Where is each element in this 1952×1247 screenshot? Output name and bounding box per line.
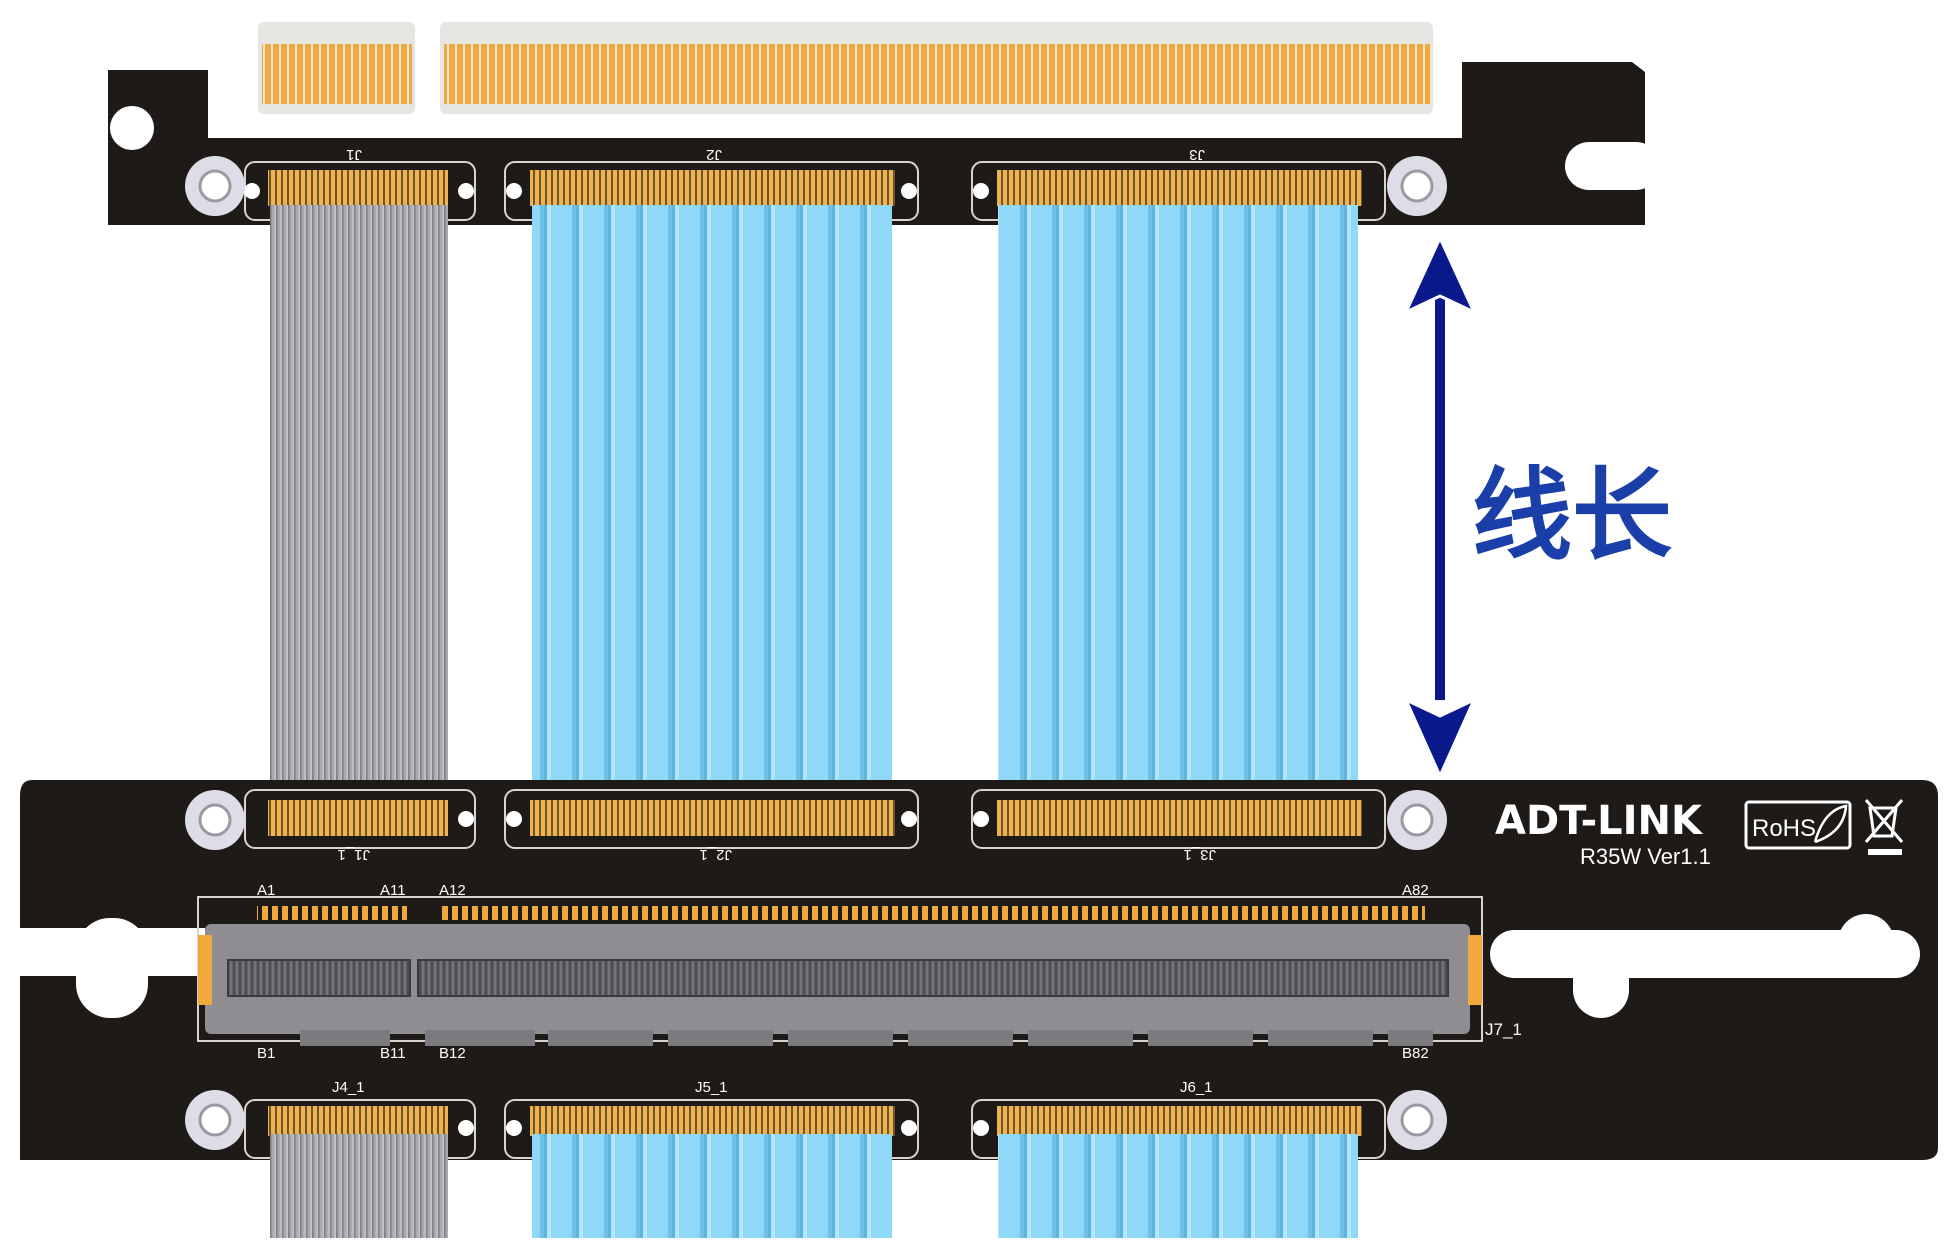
- blue-cable-stub-j5: [532, 1134, 892, 1238]
- slot-feet: [300, 1030, 1433, 1046]
- connector-j5-1-pins: [530, 1106, 895, 1136]
- cutout-right-notch-b: [1838, 914, 1894, 978]
- connector-j2-pins: [530, 170, 895, 206]
- standoff-mid-left-hole: [198, 803, 232, 837]
- rohs-label: RoHS: [1752, 815, 1816, 842]
- top-board-cutout: [1565, 142, 1660, 190]
- pad: [506, 1120, 522, 1136]
- rohs-badge: [1744, 800, 1852, 850]
- connector-j1-1-outline: [244, 789, 476, 849]
- weee-bin-icon: [1864, 799, 1904, 855]
- connector-j1-pins: [268, 170, 448, 206]
- length-arrow-head-up: [1402, 234, 1478, 316]
- standoff-top-right-hole: [1400, 169, 1434, 203]
- slot-label-a12: A12: [439, 882, 466, 899]
- connector-j6-1-pins: [997, 1106, 1362, 1136]
- slot-pads-top-left: [257, 906, 407, 920]
- grey-cable-x1: [270, 205, 448, 803]
- connector-label-j3-1: J3_1: [1183, 846, 1216, 863]
- connector-label-j2-1: J2_1: [699, 846, 732, 863]
- pad: [901, 1120, 917, 1136]
- connector-j3-1-pins: [997, 800, 1362, 836]
- pin-label-a12: A12: [451, 112, 478, 129]
- blue-cable-j2: [532, 205, 892, 803]
- mount-hole: [110, 106, 154, 150]
- pad: [458, 183, 474, 199]
- cables: [270, 205, 1358, 803]
- slot-label-b82: B82: [1402, 1045, 1429, 1062]
- pad: [901, 811, 917, 827]
- pin-label-a11: A11: [386, 112, 412, 129]
- slot-pads-top-right: [439, 906, 1425, 920]
- length-arrow-head-down: [1402, 696, 1478, 780]
- pad: [458, 1120, 474, 1136]
- blue-cable-stub-j6: [998, 1134, 1358, 1238]
- cable-length-annotation: 线长: [1402, 234, 1674, 780]
- leaf-icon: [1813, 804, 1848, 844]
- pad: [244, 183, 260, 199]
- pcie-slot-latch-left: [198, 935, 212, 1005]
- slot-label-b12: B12: [439, 1045, 466, 1062]
- slot-label-a82: A82: [1402, 882, 1429, 899]
- pin-label-a1: A1: [266, 112, 284, 129]
- connector-j4-1-pins: [268, 1106, 448, 1136]
- top-board: A1 A11 A12 A82 J1 J2 J3: [108, 22, 1660, 225]
- slot-ref-label: J7_1: [1485, 1020, 1522, 1039]
- pad: [901, 183, 917, 199]
- cutout-left-tab: [76, 918, 148, 1018]
- connector-label-j1-1: J1_1: [337, 846, 370, 863]
- connector-label-j5-1: J5_1: [695, 1079, 728, 1096]
- slot-label-b1: B1: [257, 1045, 275, 1062]
- pad: [973, 1120, 989, 1136]
- pad: [506, 811, 522, 827]
- standoff-bottom-left-hole: [198, 1103, 232, 1137]
- connector-j1-1-pins: [268, 800, 448, 836]
- standoff-bottom-right-hole: [1400, 1103, 1434, 1137]
- slot-label-a11: A11: [380, 882, 406, 899]
- connector-j2-1-pins: [530, 800, 895, 836]
- cable-length-label: 线长: [1472, 457, 1672, 574]
- pad: [973, 811, 989, 827]
- cutout-right-notch-a: [1573, 930, 1629, 1018]
- slot-label-b11: B11: [380, 1045, 406, 1062]
- connector-label-j2: J2: [706, 146, 722, 163]
- connector-j3-pins: [997, 170, 1362, 206]
- pin-label-a82: A82: [1396, 112, 1423, 129]
- connector-label-j3: J3: [1189, 146, 1205, 163]
- brand-label: ADT-LINK: [1495, 798, 1704, 844]
- standoff-mid-right-hole: [1400, 803, 1434, 837]
- connector-label-j1: J1: [346, 146, 362, 163]
- bottom-board: J1_1 J2_1 J3_1 ADT-LINK R35W Ver1.1 RoHS…: [20, 780, 1938, 1160]
- connector-label-j4-1: J4_1: [332, 1079, 365, 1096]
- pad: [458, 811, 474, 827]
- standoff-top-left-hole: [198, 169, 232, 203]
- gold-finger-contacts-left: [262, 44, 412, 104]
- grey-cable-stub: [270, 1134, 448, 1238]
- lower-cable-stubs: [270, 1134, 1358, 1238]
- pcie-slot-opening-x1: [227, 959, 411, 997]
- model-label: R35W Ver1.1: [1580, 844, 1711, 869]
- connector-j2-1-outline: [504, 789, 919, 849]
- pcie-slot-opening-main: [417, 959, 1449, 997]
- pcie-slot-latch-right: [1468, 935, 1482, 1005]
- connector-j3-1-outline: [971, 789, 1386, 849]
- pad: [973, 183, 989, 199]
- slot-label-a1: A1: [257, 882, 275, 899]
- pad: [506, 183, 522, 199]
- gold-finger-contacts-right: [444, 44, 1430, 104]
- blue-cable-j3: [998, 205, 1358, 803]
- connector-label-j6-1: J6_1: [1180, 1079, 1213, 1096]
